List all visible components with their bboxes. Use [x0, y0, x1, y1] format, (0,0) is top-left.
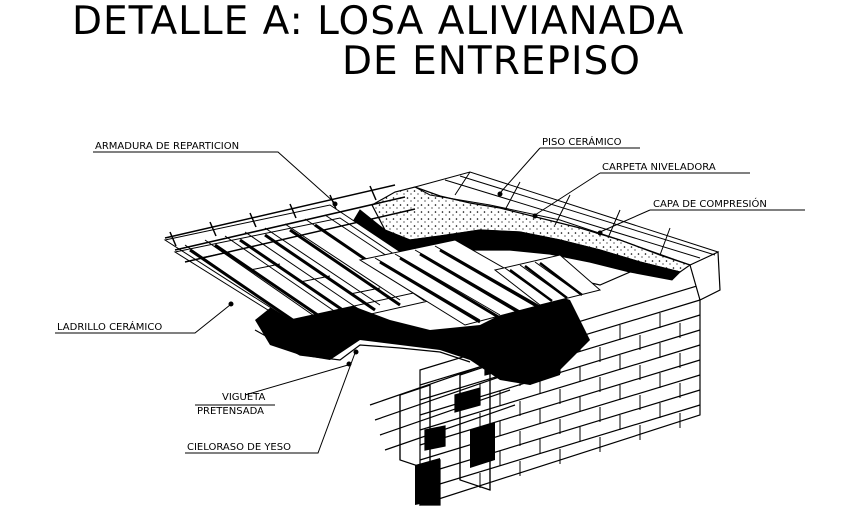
label-cieloraso: CIELORASO DE YESO: [187, 442, 291, 453]
label-ladrillo: LADRILLO CERÁMICO: [57, 322, 163, 333]
label-pretensada: PRETENSADA: [197, 406, 264, 417]
label-carpeta: CARPETA NIVELADORA: [602, 162, 716, 173]
leader-lines: [55, 147, 805, 454]
label-piso: PISO CERÁMICO: [542, 137, 622, 148]
distribution-rebar: [164, 184, 416, 263]
label-vigueta: VIGUETA: [222, 392, 266, 403]
label-capa: CAPA DE COMPRESIÓN: [653, 199, 767, 210]
title-line-2: DE ENTREPISO: [342, 39, 641, 84]
label-armadura: ARMADURA DE REPARTICION: [95, 141, 240, 152]
gypsum-ceiling: [254, 329, 471, 363]
title-line-1: DETALLE A: LOSA ALIVIANADA: [72, 0, 685, 44]
